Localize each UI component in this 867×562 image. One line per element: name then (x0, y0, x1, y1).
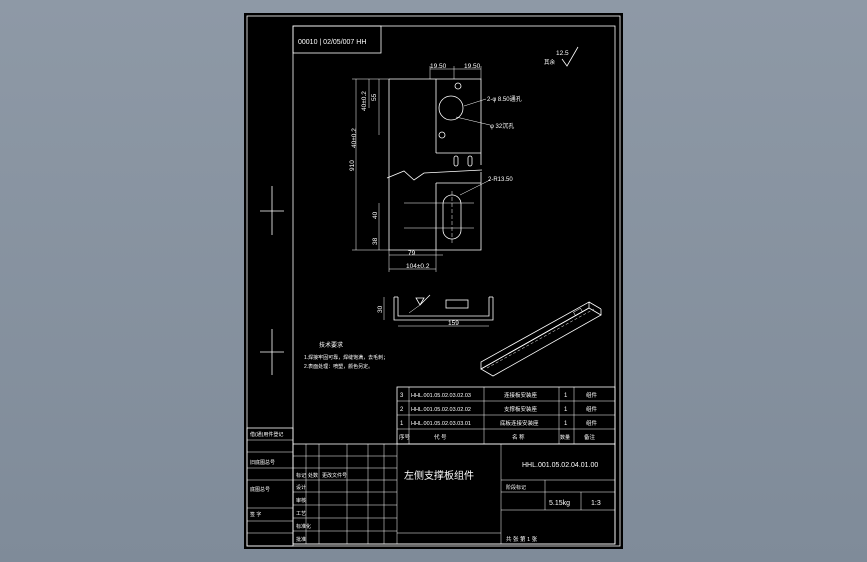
dim-v38: 38 (372, 237, 379, 245)
parts-row3-qty: 1 (564, 393, 568, 399)
tb-change: 更改文件号 (322, 472, 347, 479)
parts-row3-code: HHL.001.05.02.03.02.03 (411, 393, 471, 399)
dim-h159: 159 (448, 320, 459, 327)
parts-row1-qty: 1 (564, 421, 568, 427)
sheet-outer-border (246, 15, 621, 547)
isometric-view (480, 301, 602, 377)
parts-header-mat: 备注 (584, 433, 596, 441)
parts-header-qty: 数量 (560, 434, 570, 441)
parts-row3-name: 连接板安装座 (504, 391, 538, 399)
left-crosshair-top (260, 186, 284, 235)
notes-title: 技术要求 (319, 341, 343, 349)
tb-weight: 5.15kg (549, 500, 570, 507)
left-crosshair-bottom (260, 329, 284, 375)
parts-row2-mat: 组件 (586, 405, 598, 413)
dim-h104: 104±0.2 (406, 263, 430, 270)
dim-v40c: 40 (372, 211, 379, 219)
dim-v55: 55 (371, 93, 378, 101)
front-view: 19.50 19.50 55 40±0.2 40±0.2 910 40 38 7… (349, 63, 522, 272)
parts-row1-mat: 组件 (586, 419, 598, 427)
tb-check: 审核 (296, 497, 306, 504)
tb-scale: 1:3 (591, 500, 601, 507)
notes-line2: 2.表面处理：喷塑，颜色另定。 (304, 363, 373, 370)
tb-part-name: 左侧支撑板组件 (404, 469, 474, 482)
stamp-date: 签 字 (250, 511, 261, 518)
parts-row1-name: 底板连接安装座 (500, 419, 539, 427)
code-box-text: 00010 | 02/05/007 HH (298, 39, 366, 46)
callout-hole2: φ 32沉孔 (490, 122, 514, 130)
parts-row2-code: HHL.001.05.02.03.02.02 (411, 407, 471, 413)
code-box (292, 25, 382, 54)
dim-w1: 19.50 (430, 63, 447, 70)
roughness-label: 其余 (544, 58, 556, 66)
cad-viewport[interactable]: 00010 | 02/05/007 HH 12.5 其余 (244, 13, 623, 549)
dim-v40b: 40±0.2 (351, 128, 358, 148)
side-view: 30 159 (377, 294, 494, 327)
tb-drawing-no: HHL.001.05.02.04.01.00 (522, 462, 598, 469)
tb-count: 处数 (308, 472, 318, 479)
parts-row2-qty: 1 (564, 407, 568, 413)
dim-h79: 79 (408, 250, 416, 257)
tb-approve: 批准 (296, 536, 306, 543)
dim-h910: 910 (349, 160, 356, 171)
parts-row3-mat: 组件 (586, 391, 598, 399)
left-stamp-column: 借(通)用件登记 旧底图总号 底图总号 签 字 (246, 427, 294, 547)
tb-process: 工艺 (296, 511, 306, 517)
callout-hole1: 2-φ 8.50通孔 (487, 95, 522, 103)
title-block: 标记 处数 更改文件号 设计 审核 工艺 标准化 批准 左侧支撑板组件 HHL.… (292, 443, 616, 545)
parts-header-code: 代 号 (434, 433, 447, 441)
tb-std: 标准化 (296, 523, 311, 530)
parts-row1-no: 1 (400, 421, 404, 427)
drawing-canvas: 00010 | 02/05/007 HH 12.5 其余 (246, 15, 621, 547)
tech-notes: 技术要求 1.焊接牢固可靠，焊缝饱满，去毛刺； 2.表面处理：喷塑，颜色另定。 (304, 341, 388, 370)
roughness-symbol-icon (561, 46, 579, 67)
notes-line1: 1.焊接牢固可靠，焊缝饱满，去毛刺； (304, 354, 388, 361)
parts-row1-code: HHL.001.05.02.03.03.01 (411, 421, 471, 427)
parts-header-name: 名 称 (512, 433, 525, 441)
hole-small-bottom-icon (438, 131, 446, 139)
hole-small-top-icon (454, 82, 462, 90)
tb-design: 设计 (296, 484, 306, 491)
hole-large-icon (438, 95, 464, 121)
stamp-used-on: 借(通)用件登记 (250, 431, 283, 438)
tb-mark: 标记 (296, 472, 306, 479)
dim-w2: 19.50 (464, 63, 481, 70)
parts-list: 3 HHL.001.05.02.03.02.03 连接板安装座 1 组件 2 H… (396, 386, 616, 445)
stamp-sign: 底图总号 (250, 486, 270, 493)
callout-slot: 2-R13.50 (488, 177, 513, 183)
stamp-trace: 旧底图总号 (250, 459, 275, 466)
dim-side30: 30 (377, 305, 384, 313)
parts-row2-no: 2 (400, 407, 404, 413)
tb-stage-label: 阶段标记 (506, 484, 526, 491)
tb-sheet: 共 张 第 1 张 (506, 535, 538, 543)
parts-row3-no: 3 (400, 393, 404, 399)
parts-header-no: 序号 (399, 433, 411, 441)
roughness-value: 12.5 (556, 50, 569, 57)
dim-v40a: 40±0.2 (361, 91, 368, 111)
parts-row2-name: 支撑板安装座 (504, 405, 538, 413)
